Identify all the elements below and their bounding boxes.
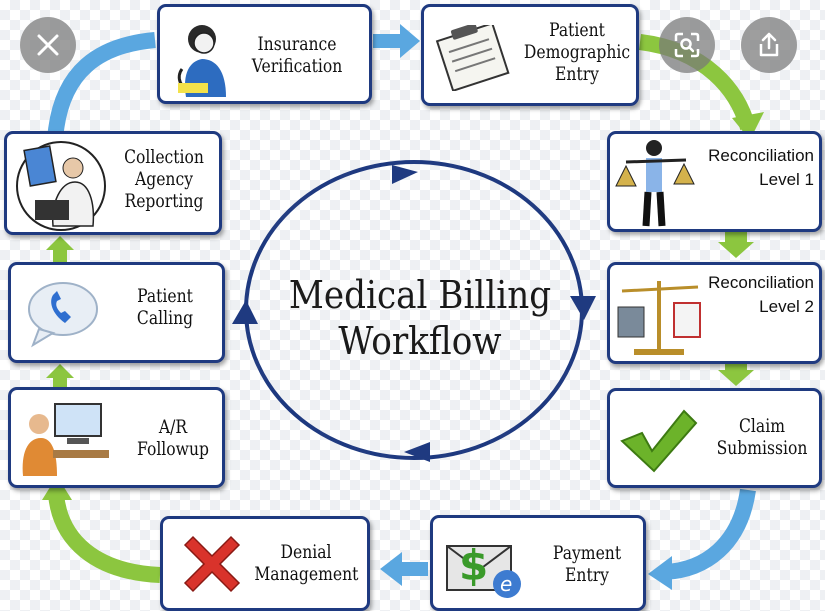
step-patient-demographic-entry: Patient Demographic Entry: [421, 4, 639, 106]
red-x-icon: [183, 535, 241, 593]
workflow-title: Medical Billing Workflow: [288, 273, 552, 363]
share-icon: [759, 32, 779, 57]
step-ar-followup: A/R Followup: [8, 387, 225, 488]
balance-scale-person-icon: [615, 140, 695, 227]
step-collection-agency-reporting: Collection Agency Reporting: [4, 131, 222, 235]
dollar-envelope-icon: $ e: [446, 541, 521, 598]
step-reconciliation-level-1: Reconciliation Level 1: [607, 131, 822, 232]
step-insurance-verification: Insurance Verification: [157, 4, 372, 104]
svg-text:e: e: [500, 572, 512, 596]
clipboard-form-icon: [435, 25, 510, 91]
step-label: Payment Entry: [552, 542, 622, 586]
cycle-arrow-left: [232, 300, 258, 324]
phone-bubble-icon: [28, 282, 98, 348]
cycle-arrow-right: [570, 296, 596, 320]
step-label: Reconciliation Level 2: [708, 273, 814, 316]
step-label: Insurance Verification: [251, 33, 343, 77]
cycle-arrow-bottom: [404, 442, 430, 462]
arrow-collection-to-insurance: [47, 32, 156, 141]
person-at-computer-icon: [22, 403, 109, 476]
step-label: Collection Agency Reporting: [124, 146, 204, 212]
weighing-documents-icon: [617, 281, 701, 355]
doctor-with-laptop-icon: [16, 141, 106, 231]
lens-icon: [674, 32, 700, 58]
cycle-arrow-top: [392, 165, 418, 184]
close-icon: [37, 34, 59, 56]
arrow-claim-to-payment: [664, 488, 756, 580]
step-label: Reconciliation Level 1: [708, 146, 814, 189]
svg-text:$: $: [459, 541, 488, 590]
arrow-insurance-to-demographic-shaft: [373, 34, 403, 48]
step-patient-calling: Patient Calling: [8, 262, 225, 363]
step-denial-management: Denial Management: [160, 516, 370, 611]
step-claim-submission: Claim Submission: [607, 388, 822, 488]
arrow-insurance-to-demographic-head: [400, 24, 420, 58]
step-label: Denial Management: [254, 541, 359, 585]
step-label: A/R Followup: [136, 416, 210, 460]
step-label: Claim Submission: [716, 415, 808, 459]
step-reconciliation-level-2: Reconciliation Level 2: [607, 262, 822, 364]
step-payment-entry: $ e Payment Entry: [430, 515, 646, 611]
share-button[interactable]: [741, 17, 797, 73]
step-label: Patient Demographic Entry: [523, 19, 631, 85]
close-button[interactable]: [20, 17, 76, 73]
lens-button[interactable]: [659, 17, 715, 73]
call-center-agent-icon: [177, 25, 226, 97]
arrow-denial-to-ar: [48, 493, 161, 583]
green-checkmark-icon: [620, 409, 698, 473]
step-label: Patient Calling: [136, 285, 194, 329]
